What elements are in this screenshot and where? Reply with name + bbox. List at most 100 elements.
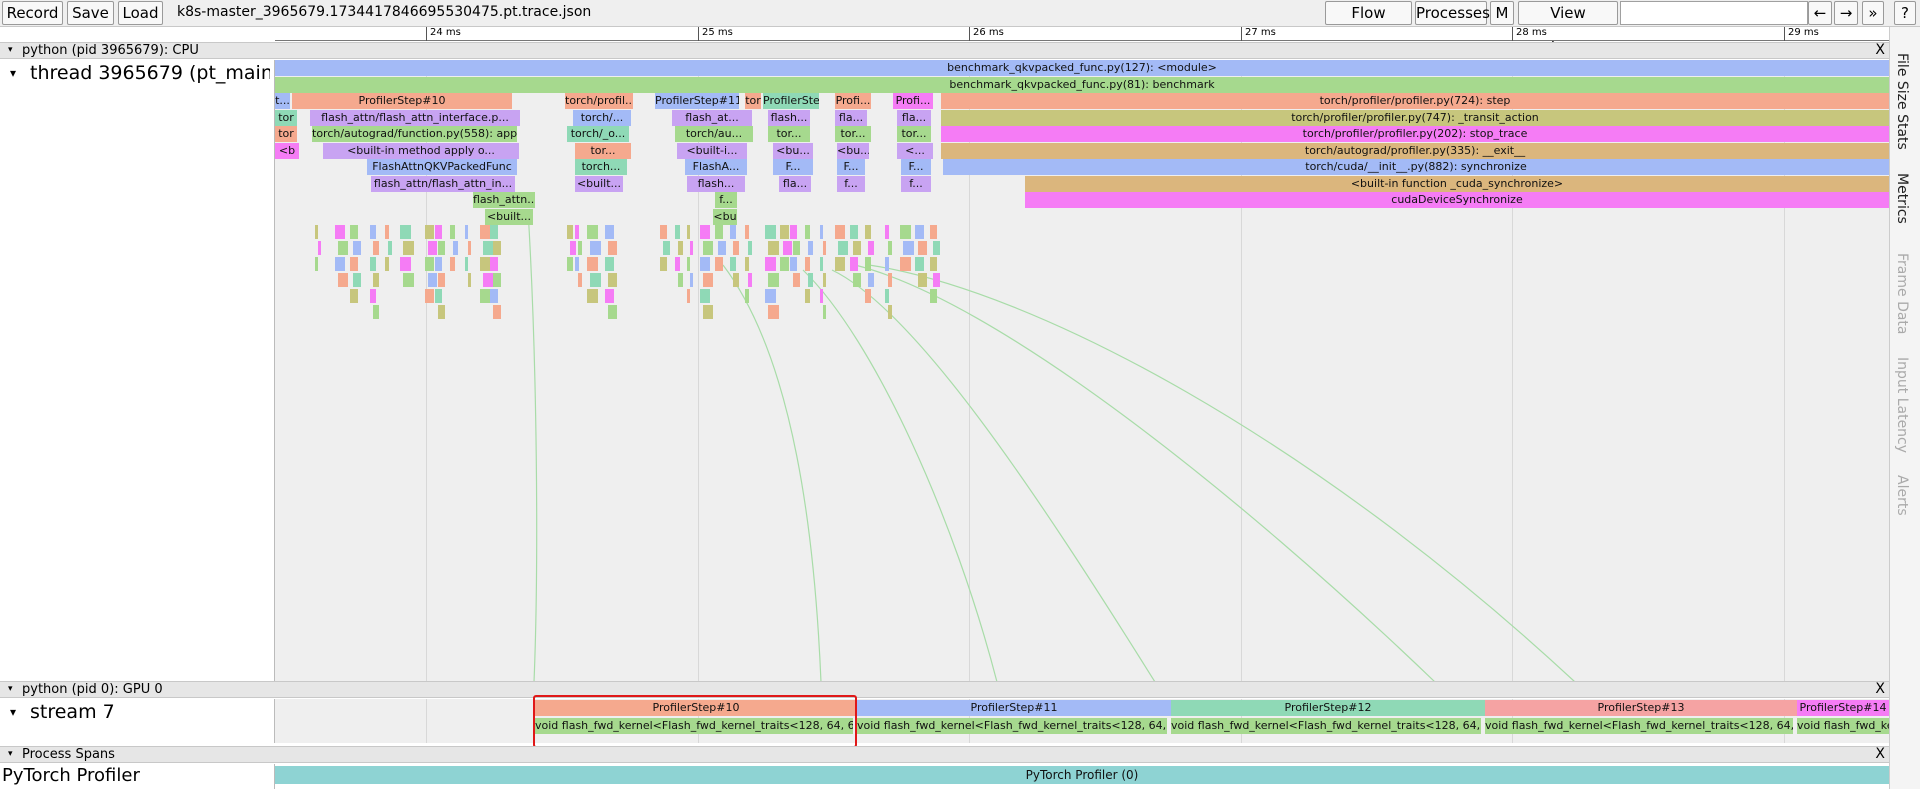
trace-slice[interactable]: flash_attn/flash_attn_interface.p...	[310, 109, 520, 126]
trace-slice[interactable]	[438, 241, 445, 255]
trace-slice[interactable]	[850, 257, 858, 271]
trace-slice[interactable]: t...	[275, 93, 290, 109]
trace-slice[interactable]	[425, 225, 434, 239]
trace-slice[interactable]	[373, 273, 379, 287]
trace-slice[interactable]	[567, 257, 573, 271]
trace-slice[interactable]	[483, 241, 493, 255]
trace-slice[interactable]	[700, 225, 710, 239]
trace-slice[interactable]	[918, 241, 927, 255]
trace-slice[interactable]	[490, 289, 498, 303]
trace-slice[interactable]: tor...	[575, 142, 631, 159]
trace-slice[interactable]	[578, 241, 582, 255]
trace-slice[interactable]: ProfilerStep#12	[1171, 700, 1485, 716]
trace-slice[interactable]	[335, 257, 345, 271]
trace-slice[interactable]: torch/profiler/profiler.py(724): step	[941, 93, 1889, 109]
trace-slice[interactable]: <built...	[485, 208, 533, 225]
trace-slice[interactable]: flash_attn...	[473, 192, 535, 208]
trace-slice[interactable]	[450, 257, 455, 271]
trace-slice[interactable]	[718, 241, 726, 255]
trace-slice[interactable]	[587, 289, 598, 303]
find-previous-button[interactable]: ←	[1808, 1, 1832, 25]
trace-slice[interactable]	[385, 257, 389, 271]
view-options-button[interactable]: View Options	[1518, 1, 1618, 44]
trace-slice[interactable]: flash...	[768, 109, 810, 126]
trace-slice[interactable]	[780, 257, 789, 271]
metadata-button[interactable]: M	[1490, 1, 1514, 25]
cpu-process-header[interactable]: ▾ python (pid 3965679): CPU X	[0, 42, 1889, 59]
trace-slice[interactable]	[820, 225, 823, 239]
trace-slice[interactable]	[768, 273, 779, 287]
trace-slice[interactable]	[687, 289, 690, 303]
trace-slice[interactable]	[888, 241, 892, 255]
close-icon[interactable]: X	[1875, 681, 1885, 697]
trace-slice[interactable]	[575, 225, 579, 239]
processes-button[interactable]: Processes	[1415, 1, 1490, 25]
trace-slice[interactable]	[350, 225, 358, 239]
trace-slice[interactable]: torch/profiler/profiler.py(747): _transi…	[941, 109, 1889, 126]
trace-slice[interactable]	[403, 241, 414, 255]
trace-slice[interactable]	[730, 257, 736, 271]
trace-slice[interactable]	[480, 225, 490, 239]
profiler-span[interactable]: PyTorch Profiler (0)	[275, 766, 1889, 784]
trace-slice[interactable]	[587, 225, 598, 239]
collapse-triangle-icon[interactable]: ▾	[10, 705, 17, 719]
save-button[interactable]: Save	[67, 1, 114, 25]
trace-slice[interactable]	[480, 289, 490, 303]
trace-slice[interactable]	[793, 241, 800, 255]
trace-slice[interactable]	[748, 241, 752, 255]
trace-slice[interactable]	[438, 273, 445, 287]
cpu-thread-track[interactable]: benchmark_qkvpacked_func.py(127): <modul…	[275, 60, 1889, 682]
trace-slice[interactable]: ProfilerStep#10	[535, 700, 857, 716]
tab-alerts[interactable]: Alerts	[1894, 475, 1910, 516]
trace-slice[interactable]	[490, 225, 498, 239]
trace-slice[interactable]	[438, 305, 445, 319]
trace-slice[interactable]: Profi...	[835, 93, 871, 109]
trace-slice[interactable]: ProfilerStep#14	[1797, 700, 1889, 716]
trace-slice[interactable]: tor	[275, 126, 297, 142]
collapse-triangle-icon[interactable]: ▾	[8, 45, 13, 55]
trace-slice[interactable]	[765, 257, 776, 271]
close-icon[interactable]: X	[1875, 746, 1885, 762]
trace-slice[interactable]	[578, 273, 582, 287]
trace-slice[interactable]: <bu	[713, 208, 737, 225]
trace-slice[interactable]	[903, 241, 914, 255]
trace-slice[interactable]	[468, 241, 471, 255]
trace-slice[interactable]	[338, 241, 348, 255]
trace-slice[interactable]	[575, 257, 579, 271]
trace-slice[interactable]	[605, 257, 614, 271]
trace-slice[interactable]	[370, 257, 376, 271]
trace-slice[interactable]	[428, 241, 437, 255]
trace-slice[interactable]	[425, 289, 434, 303]
trace-slice[interactable]: ProfilerStep#11	[655, 93, 739, 109]
trace-slice[interactable]	[835, 225, 845, 239]
trace-slice[interactable]: tor	[745, 93, 761, 109]
tab-metrics[interactable]: Metrics	[1894, 173, 1910, 224]
trace-slice[interactable]	[748, 273, 752, 287]
trace-slice[interactable]: <built-in function _cuda_synchronize>	[1025, 175, 1889, 192]
trace-slice[interactable]	[805, 289, 810, 303]
trace-slice[interactable]	[933, 273, 940, 287]
trace-slice[interactable]	[465, 257, 468, 271]
trace-slice[interactable]	[493, 273, 501, 287]
trace-slice[interactable]: fla...	[835, 109, 867, 126]
gpu-process-header[interactable]: ▾ python (pid 0): GPU 0 X	[0, 681, 1889, 698]
trace-slice[interactable]	[808, 273, 813, 287]
trace-slice[interactable]: F...	[901, 159, 931, 175]
trace-slice[interactable]: tor...	[835, 126, 871, 142]
trace-slice[interactable]	[703, 241, 713, 255]
trace-slice[interactable]	[608, 305, 617, 319]
trace-slice[interactable]: void flash_fwd_kernel<Flash_fwd_kernel_t…	[1171, 718, 1481, 734]
trace-slice[interactable]: fla...	[779, 175, 811, 192]
trace-slice[interactable]: ProfilerStep#12	[763, 93, 819, 109]
trace-slice[interactable]	[733, 273, 739, 287]
trace-slice[interactable]	[687, 225, 690, 239]
trace-slice[interactable]	[865, 257, 871, 271]
collapse-triangle-icon[interactable]: ▾	[10, 66, 17, 80]
trace-slice[interactable]	[318, 241, 321, 255]
trace-slice[interactable]	[933, 241, 940, 255]
trace-slice[interactable]	[435, 225, 442, 239]
trace-slice[interactable]	[703, 305, 713, 319]
trace-slice[interactable]	[835, 257, 845, 271]
trace-slice[interactable]	[700, 289, 710, 303]
trace-slice[interactable]: F...	[837, 159, 865, 175]
